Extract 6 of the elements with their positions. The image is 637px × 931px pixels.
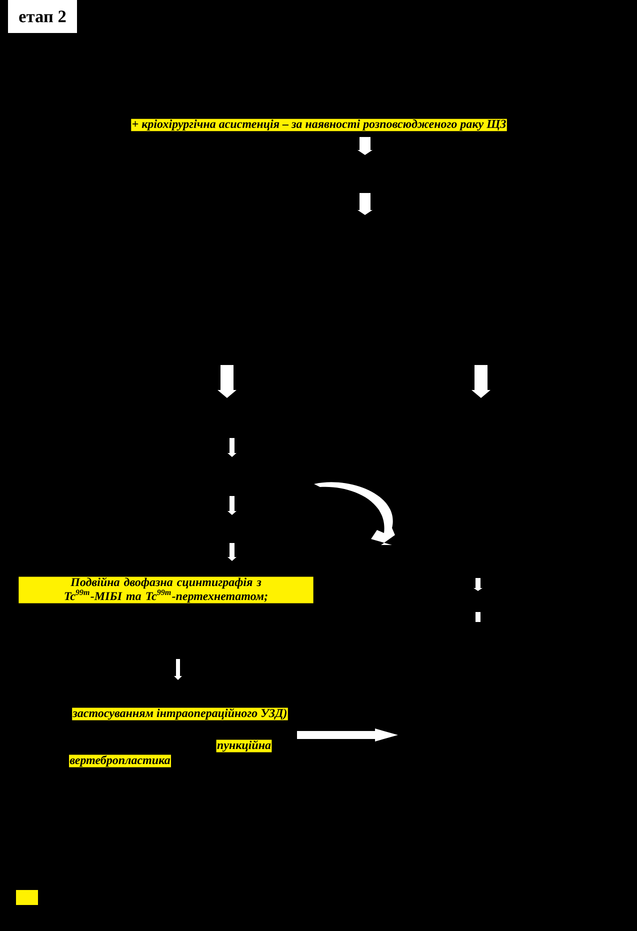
highlighted-text: вертебропластика <box>69 754 171 768</box>
highlighted-text: Подвійна двофазна сцинтиграфія з Tc$^{99m}$-МІБІ та Tc$^{99m}$-пертехнетатом; <box>18 576 314 604</box>
highlighted-text: застосуванням інтраопераційного УЗД) <box>72 708 288 720</box>
title-box: етап 2 <box>8 0 77 33</box>
highlighted-text: + кріохірургічна асистенція – за наявності розповсюдженого раку ЩЗ <box>131 118 507 132</box>
highlighted-text: пункційна <box>216 740 272 752</box>
